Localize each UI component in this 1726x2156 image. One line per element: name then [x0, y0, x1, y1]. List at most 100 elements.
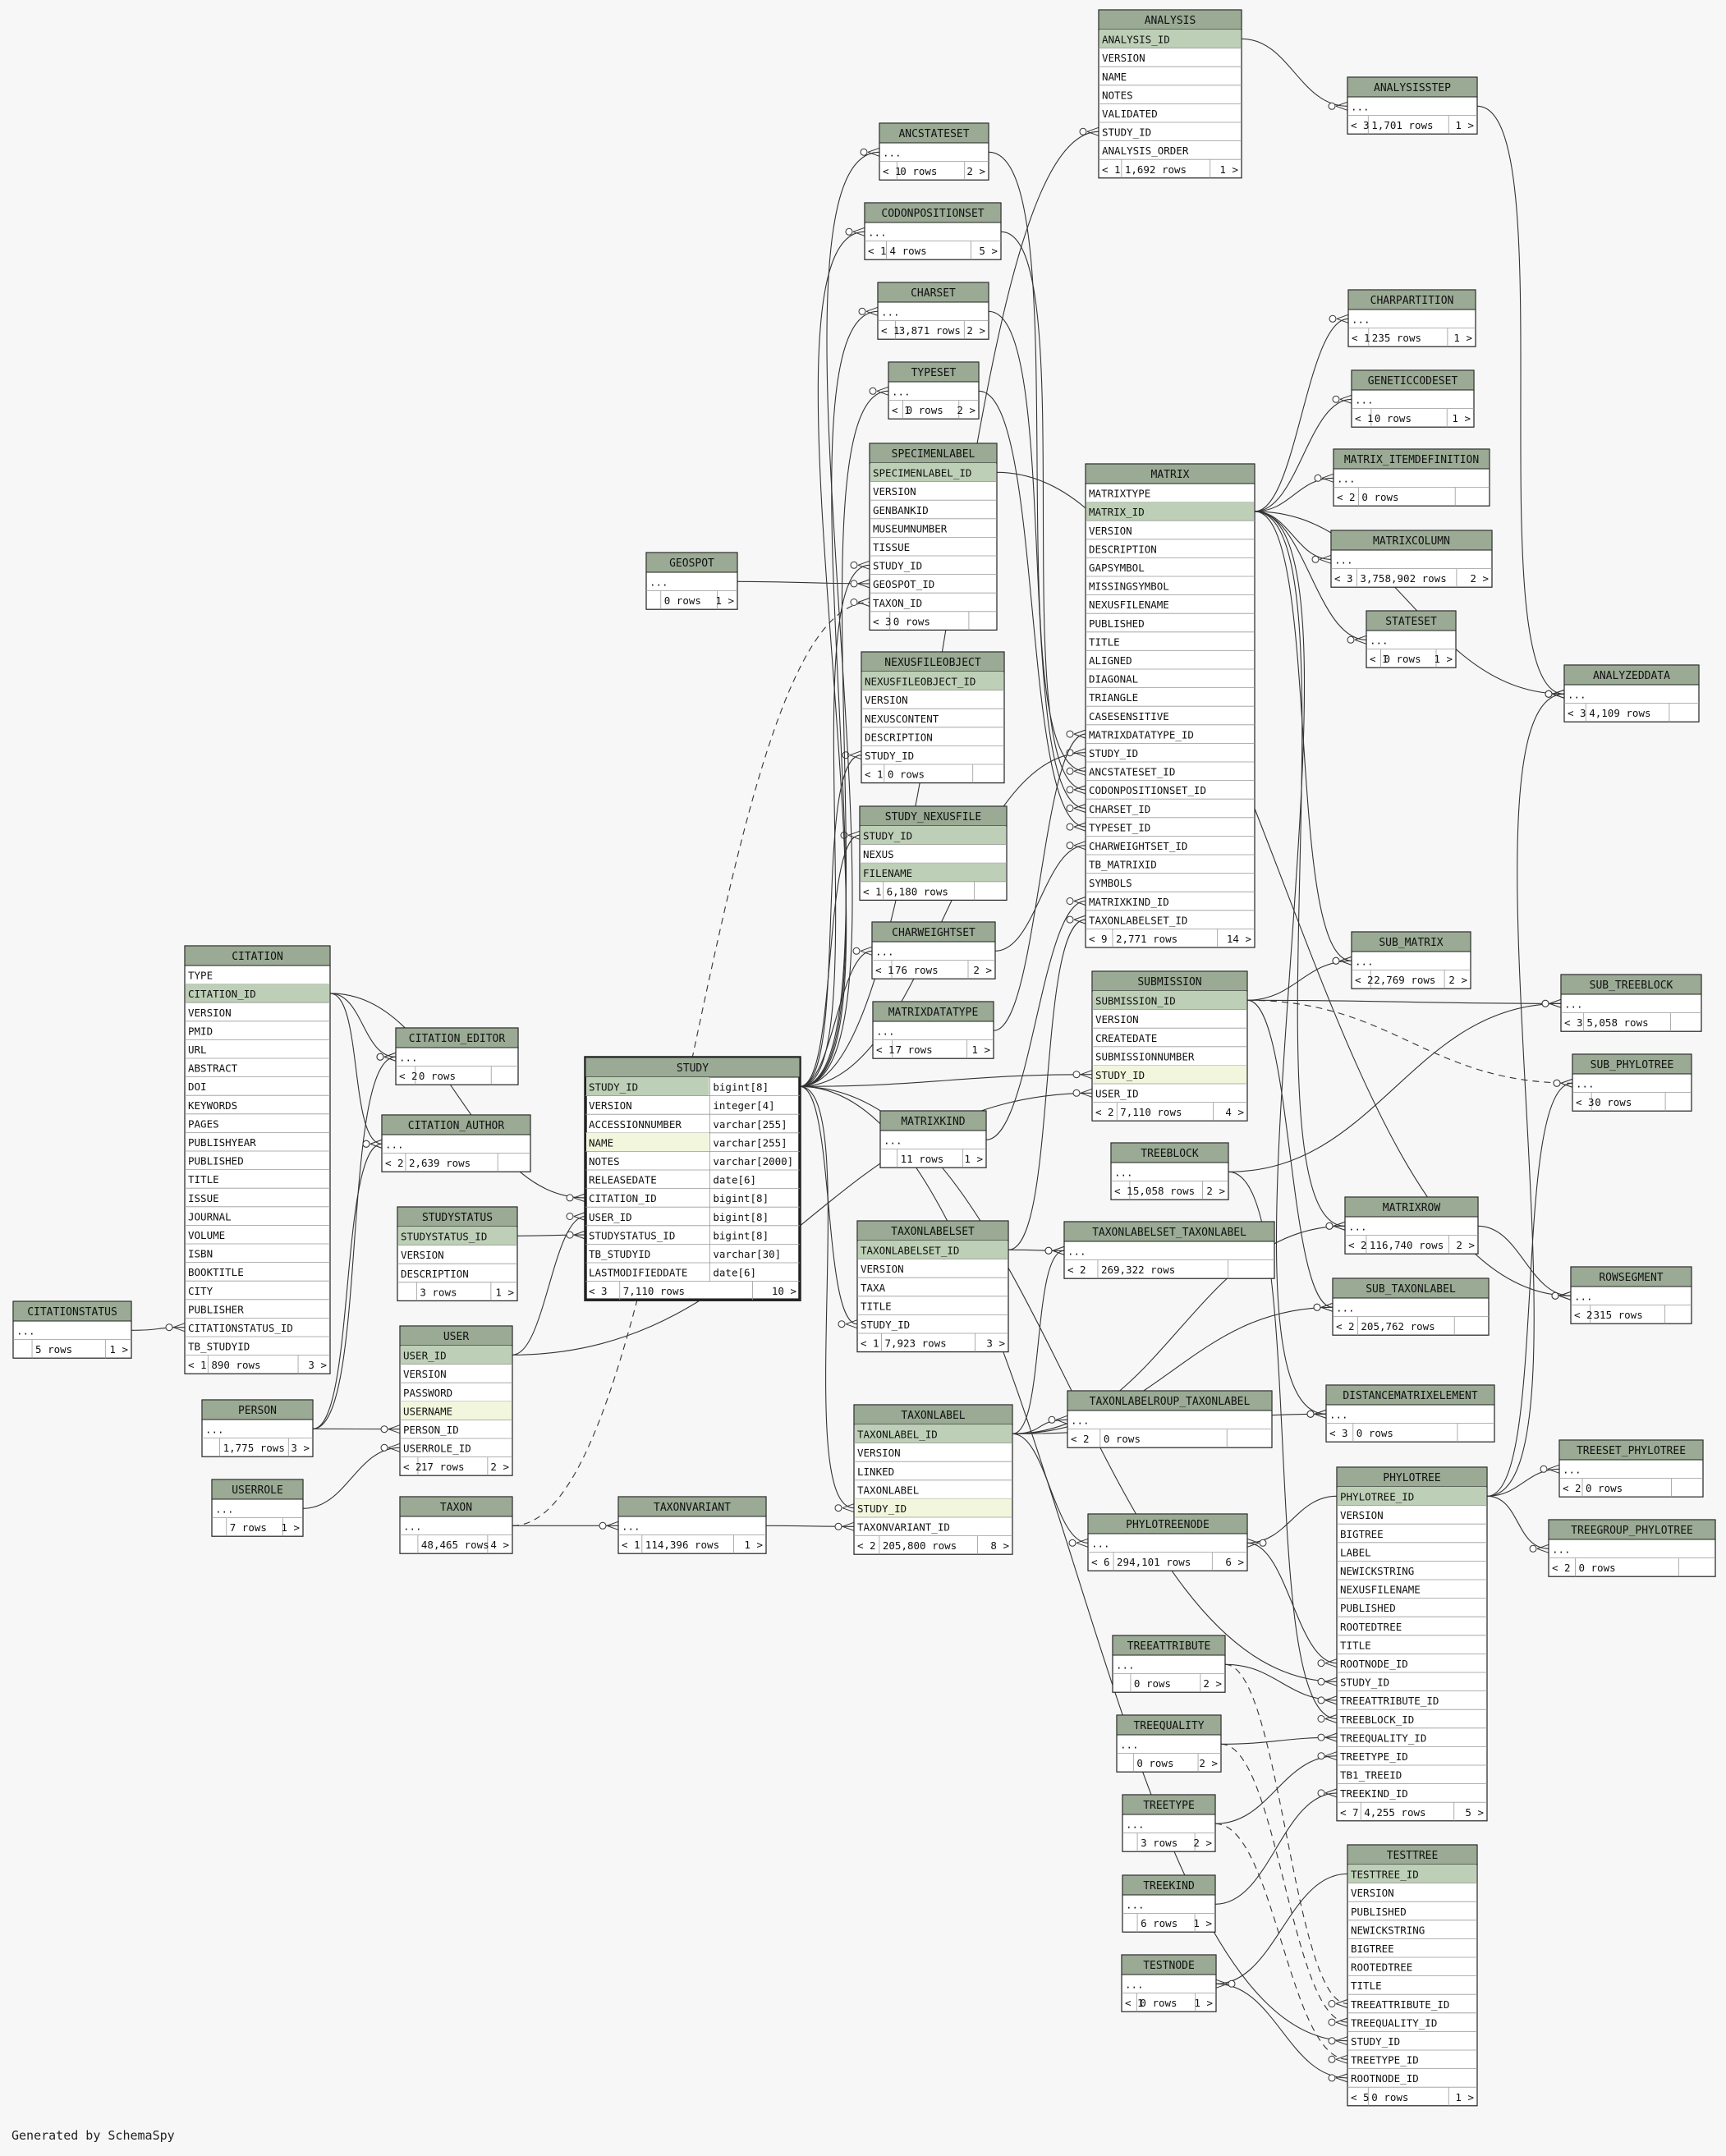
child-count[interactable]: 2 >	[1193, 1837, 1212, 1849]
table-citation[interactable]: CITATIONTYPECITATION_IDVERSIONPMIDURLABS…	[184, 945, 331, 1374]
table-name[interactable]: TREEGROUP_PHYLOTREE	[1571, 1525, 1693, 1537]
table-name[interactable]: CHARWEIGHTSET	[892, 927, 975, 939]
child-count[interactable]: 1 >	[1452, 412, 1471, 424]
parent-count[interactable]: < 2	[1071, 1433, 1090, 1445]
child-count[interactable]: 1 >	[1453, 332, 1472, 344]
child-count[interactable]: 4 >	[1225, 1106, 1244, 1118]
table-name[interactable]: ANALYZEDDATA	[1593, 670, 1670, 682]
table-name[interactable]: ANALYSIS	[1145, 15, 1196, 27]
parent-count[interactable]: < 1	[863, 885, 882, 897]
table-name[interactable]: CITATIONSTATUS	[27, 1306, 117, 1319]
table-taxonlabelset[interactable]: TAXONLABELSETTAXONLABELSET_IDVERSIONTAXA…	[856, 1220, 1009, 1353]
child-count[interactable]: 2 >	[966, 165, 985, 177]
table-submission[interactable]: SUBMISSIONSUBMISSION_IDVERSIONCREATEDATE…	[1091, 970, 1248, 1122]
parent-count[interactable]: < 7	[1340, 1806, 1359, 1819]
child-count[interactable]: 10 >	[772, 1285, 796, 1297]
table-analysis[interactable]: ANALYSISANALYSIS_IDVERSIONNAMENOTESVALID…	[1098, 9, 1242, 179]
table-name[interactable]: USERROLE	[232, 1484, 283, 1497]
table-name[interactable]: SUB_PHYLOTREE	[1591, 1059, 1674, 1071]
child-count[interactable]: 5 >	[1465, 1806, 1484, 1819]
parent-count[interactable]: < 2	[1574, 1309, 1593, 1321]
parent-count[interactable]: < 2	[385, 1157, 404, 1169]
table-name[interactable]: SUB_MATRIX	[1379, 937, 1443, 949]
child-count[interactable]: 4 >	[490, 1539, 509, 1551]
child-count[interactable]: 2 >	[966, 324, 985, 337]
parent-count[interactable]: < 2	[1348, 1239, 1367, 1251]
table-name[interactable]: TAXONLABEL	[901, 1410, 965, 1422]
parent-count[interactable]: < 3	[1351, 119, 1370, 131]
table-name[interactable]: ANALYSISSTEP	[1374, 82, 1451, 94]
child-count[interactable]: 3 >	[308, 1359, 327, 1371]
parent-count[interactable]: < 1	[1114, 1185, 1133, 1197]
table-name[interactable]: MATRIXROW	[1383, 1202, 1441, 1214]
parent-count[interactable]: < 3	[1334, 572, 1353, 585]
table-name[interactable]: TAXONVARIANT	[654, 1502, 731, 1514]
child-count[interactable]: 1 >	[1193, 1917, 1212, 1929]
parent-count[interactable]: < 3	[1576, 1096, 1595, 1108]
table-name[interactable]: STUDY	[677, 1062, 709, 1075]
parent-count[interactable]: < 2	[1095, 1106, 1114, 1118]
child-count[interactable]: 3 >	[986, 1337, 1005, 1350]
parent-count[interactable]: < 1	[861, 1337, 879, 1350]
parent-count[interactable]: < 1	[1355, 412, 1374, 424]
child-count[interactable]: 1 >	[1194, 1997, 1213, 2009]
parent-count[interactable]: < 2	[403, 1461, 422, 1473]
parent-count[interactable]: < 3	[873, 615, 892, 627]
table-name[interactable]: MATRIX_ITEMDEFINITION	[1344, 454, 1479, 466]
child-count[interactable]: 1 >	[1455, 119, 1474, 131]
parent-count[interactable]: < 1	[1370, 653, 1389, 665]
table-name[interactable]: MATRIXDATATYPE	[888, 1007, 979, 1019]
parent-count[interactable]: < 1	[876, 1044, 895, 1056]
table-name[interactable]: TREESET_PHYLOTREE	[1577, 1445, 1686, 1457]
table-name[interactable]: TAXON	[440, 1502, 472, 1514]
parent-count[interactable]: < 3	[1568, 707, 1586, 719]
parent-count[interactable]: < 2	[399, 1070, 418, 1082]
table-name[interactable]: TAXONLABELSET_TAXONLABEL	[1092, 1227, 1246, 1239]
parent-count[interactable]: < 2	[1336, 1320, 1355, 1333]
table-name[interactable]: TREEBLOCK	[1141, 1148, 1199, 1160]
table-name[interactable]: MATRIXCOLUMN	[1373, 535, 1450, 548]
table-name[interactable]: PERSON	[238, 1405, 277, 1417]
child-count[interactable]: 2 >	[1206, 1185, 1225, 1197]
child-count[interactable]: 2 >	[1203, 1677, 1222, 1690]
child-count[interactable]: 2 >	[973, 964, 992, 976]
table-name[interactable]: GEOSPOT	[669, 557, 714, 570]
child-count[interactable]: 1 >	[281, 1521, 300, 1534]
table-name[interactable]: STUDYSTATUS	[422, 1212, 493, 1224]
child-count[interactable]: 14 >	[1227, 933, 1251, 945]
parent-count[interactable]: < 1	[622, 1539, 640, 1551]
parent-count[interactable]: < 1	[1352, 332, 1370, 344]
table-name[interactable]: STUDY_NEXUSFILE	[885, 811, 981, 823]
table-name[interactable]: CHARPARTITION	[1370, 295, 1454, 307]
table-name[interactable]: TESTTREE	[1387, 1850, 1439, 1862]
parent-count[interactable]: < 1	[875, 964, 894, 976]
table-name[interactable]: TYPESET	[911, 367, 957, 379]
table-name[interactable]: SUB_TAXONLABEL	[1366, 1283, 1456, 1296]
child-count[interactable]: 2 >	[490, 1461, 509, 1473]
parent-count[interactable]: < 1	[1102, 163, 1121, 176]
parent-count[interactable]: < 1	[865, 768, 884, 781]
table-testtree[interactable]: TESTTREETESTTREE_IDVERSIONPUBLISHEDNEWIC…	[1347, 1844, 1478, 2107]
child-count[interactable]: 1 >	[971, 1044, 990, 1056]
table-specimenlabel[interactable]: SPECIMENLABELSPECIMENLABEL_IDVERSIONGENB…	[869, 443, 998, 631]
parent-count[interactable]: < 2	[1552, 1562, 1571, 1574]
